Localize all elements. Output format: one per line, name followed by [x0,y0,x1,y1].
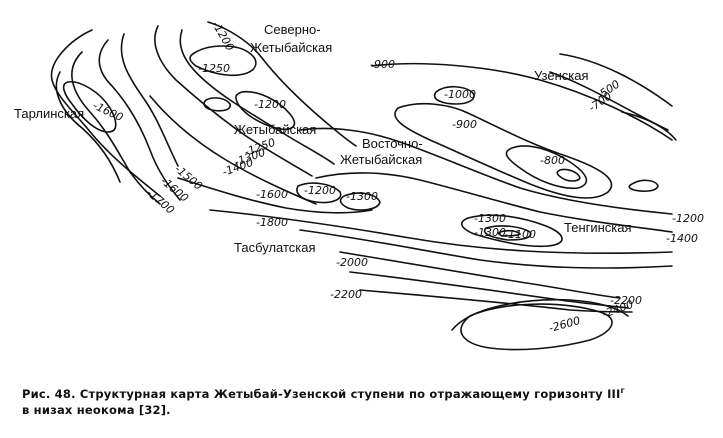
contour-tengi-1100 [483,225,532,241]
contour-uzen-core [556,168,581,182]
contour-uzen-outer [371,62,673,141]
contour-uzen-800 [505,145,588,190]
contour-tarlinskaya-outer-2 [98,39,181,201]
contour-label-800: -800 [540,154,565,167]
label-vostochno-line1: Восточно- [362,136,423,151]
figure-caption: Рис. 48. Структурная карта Жетыбай-Узенс… [22,383,712,418]
contour-ridge-3 [207,21,357,147]
contour-2200 [359,289,633,313]
contour-1600-line [71,51,161,205]
contour-ridge-5 [177,177,373,214]
contour-tengi-core [497,229,521,237]
contour-map [50,21,677,351]
contour-tengi-1300 [461,214,563,248]
contour-label-1100: -1100 [504,228,536,241]
contour-label-1800: -1800 [256,216,288,229]
contour-label-1200-mid: -1200 [254,98,286,111]
contour-label-1400-right: -1400 [666,232,698,245]
contour-closure-1300-low [339,192,381,211]
contour-uzen-900 [394,102,613,199]
contour-label-2200-left: -2200 [330,288,362,301]
map-labels: Северно- Жетыбайская Тарлинская Узенская… [14,19,704,335]
contour-1800 [209,209,673,255]
contour-label-2000: -2000 [336,256,368,269]
contour-label-1000: -1000 [444,88,476,101]
contour-label-1600-tarl: -1600 [91,99,125,124]
contour-closure-1200-low [296,182,342,204]
label-tarlinskaya: Тарлинская [14,106,84,121]
contour-ridge-1 [154,25,313,177]
contour-label-900-mid: -900 [452,118,477,131]
contour-ridge-4 [149,95,317,205]
contour-uzen-east-1 [559,53,673,107]
label-tenginskaya: Тенгинская [564,220,632,235]
contour-label-1200-right: -1200 [672,212,704,225]
contour-2600-closure [460,303,613,351]
contour-1500-line [120,33,179,167]
contour-label-900-top: -900 [370,58,395,71]
contour-label-1300-t1: -1300 [474,212,506,225]
contour-label-1250-top: -1250 [198,62,230,75]
label-tasbulatskaya: Тасбулатская [234,240,316,255]
contour-2400-arc [451,298,629,331]
label-zhetybayskaya: Жетыбайская [234,122,316,137]
contour-label-1300-low: -1300 [346,190,378,203]
contour-1900 [299,229,673,269]
contour-small-closure-east [628,179,659,192]
contour-zhetybay-closure-small [203,97,232,112]
contour-label-1600-low: -1600 [256,188,288,201]
label-uzenskaya: Узенская [534,68,589,83]
caption-text-1: Рис. 48. Структурная карта Жетыбай-Узенс… [22,386,621,401]
caption-superscript: г [620,386,625,395]
label-vostochno-line2: Жетыбайская [340,152,422,167]
contour-vostochno-2 [315,172,673,233]
caption-line-2: в низах неокома [32]. [22,402,171,417]
caption-line-1: Рис. 48. Структурная карта Жетыбай-Узенс… [22,383,712,402]
contour-2000 [339,251,621,299]
contour-uzen-1000 [433,85,475,105]
contour-severno-closure [189,45,257,77]
contour-tarlinskaya-inner [62,81,117,133]
contour-ridge-2 [179,29,335,165]
contour-1700-line [55,71,121,183]
contour-vostochno-1 [299,127,673,215]
contour-label-2200-right: -2200 [610,294,642,307]
contour-label-1200-low: -1200 [304,184,336,197]
contour-label-2600: -2600 [547,314,581,335]
label-severno-line2: Жетыбайская [250,40,332,55]
contour-uzen-east-3 [621,111,677,141]
label-severno-line1: Северно- [264,22,321,37]
contour-label-1200-top: -1200 [209,19,236,53]
contour-label-1300-t2: -1300 [474,226,506,239]
